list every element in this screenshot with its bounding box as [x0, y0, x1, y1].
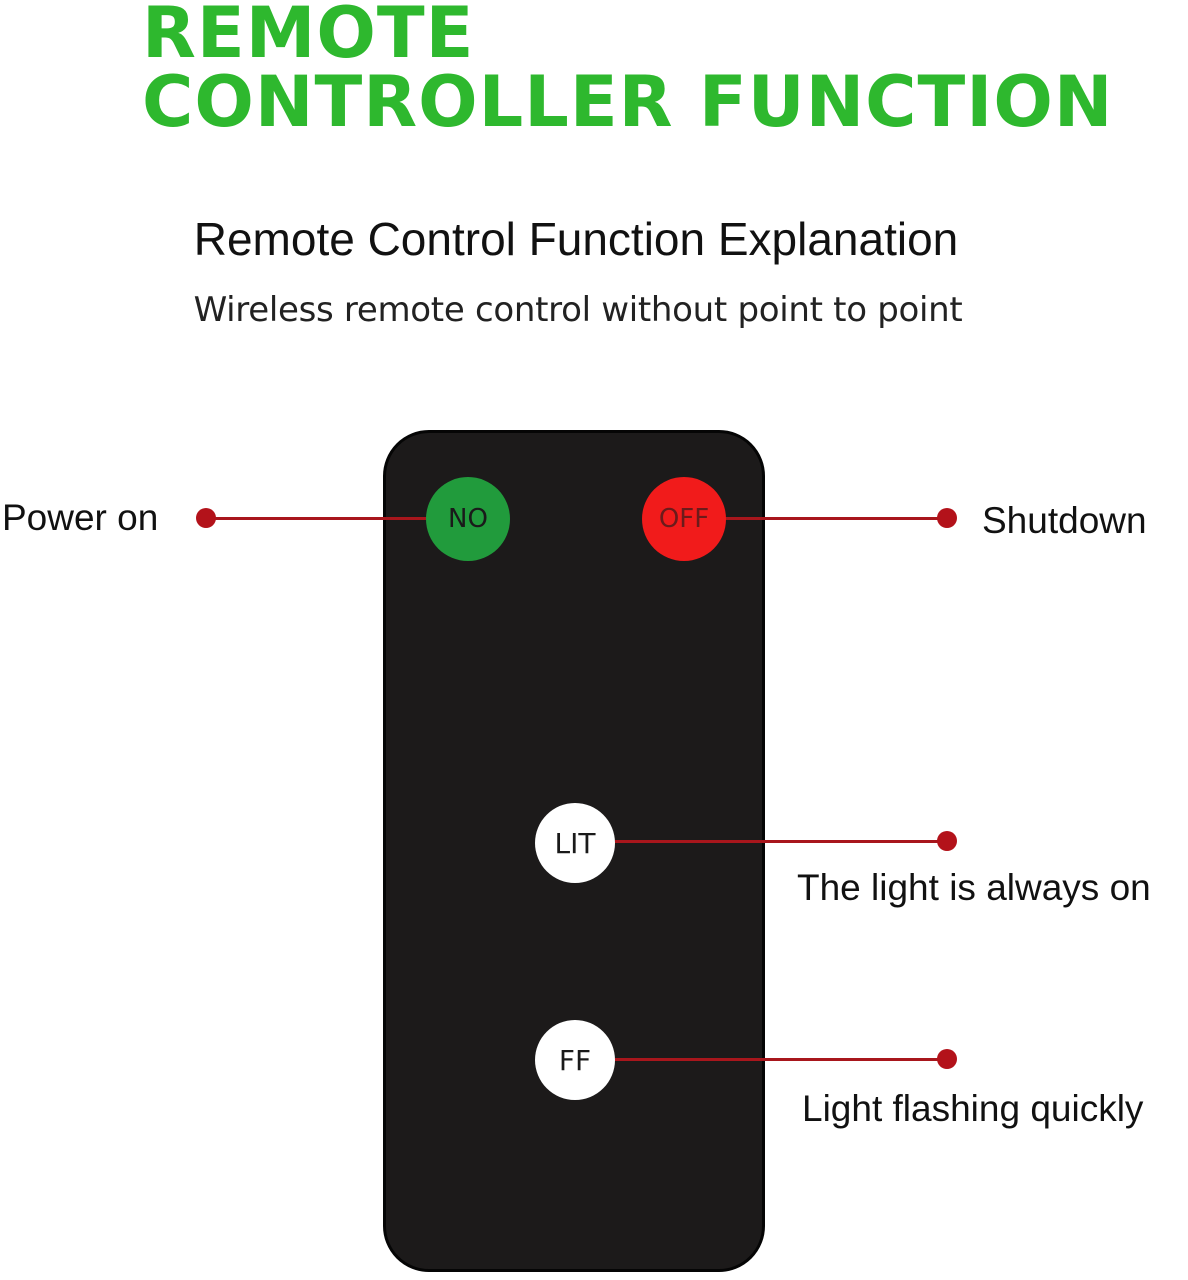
leader-line-flashing — [615, 1058, 947, 1061]
callout-dot-power-on — [196, 508, 216, 528]
headline-line-2: CONTROLLER FUNCTION — [142, 61, 1114, 143]
headline-line-1: REMOTE — [142, 0, 475, 74]
power-on-button[interactable]: NO — [426, 477, 510, 561]
tagline: Wireless remote control without point to… — [193, 290, 963, 330]
leader-line-shutdown — [724, 517, 946, 520]
light-flash-button[interactable]: FF — [535, 1020, 615, 1100]
power-off-button[interactable]: OFF — [642, 477, 726, 561]
light-steady-button[interactable]: LIT — [535, 803, 615, 883]
callout-dot-flashing — [937, 1049, 957, 1069]
callout-power-on: Power on — [2, 497, 159, 538]
callout-flashing: Light flashing quickly — [802, 1088, 1144, 1129]
subtitle: Remote Control Function Explanation — [193, 213, 959, 265]
leader-line-power-on — [206, 517, 428, 520]
callout-always-on: The light is always on — [797, 867, 1151, 908]
leader-line-always-on — [615, 840, 947, 843]
callout-dot-always-on — [937, 831, 957, 851]
callout-dot-shutdown — [937, 508, 957, 528]
callout-shutdown: Shutdown — [982, 500, 1147, 541]
